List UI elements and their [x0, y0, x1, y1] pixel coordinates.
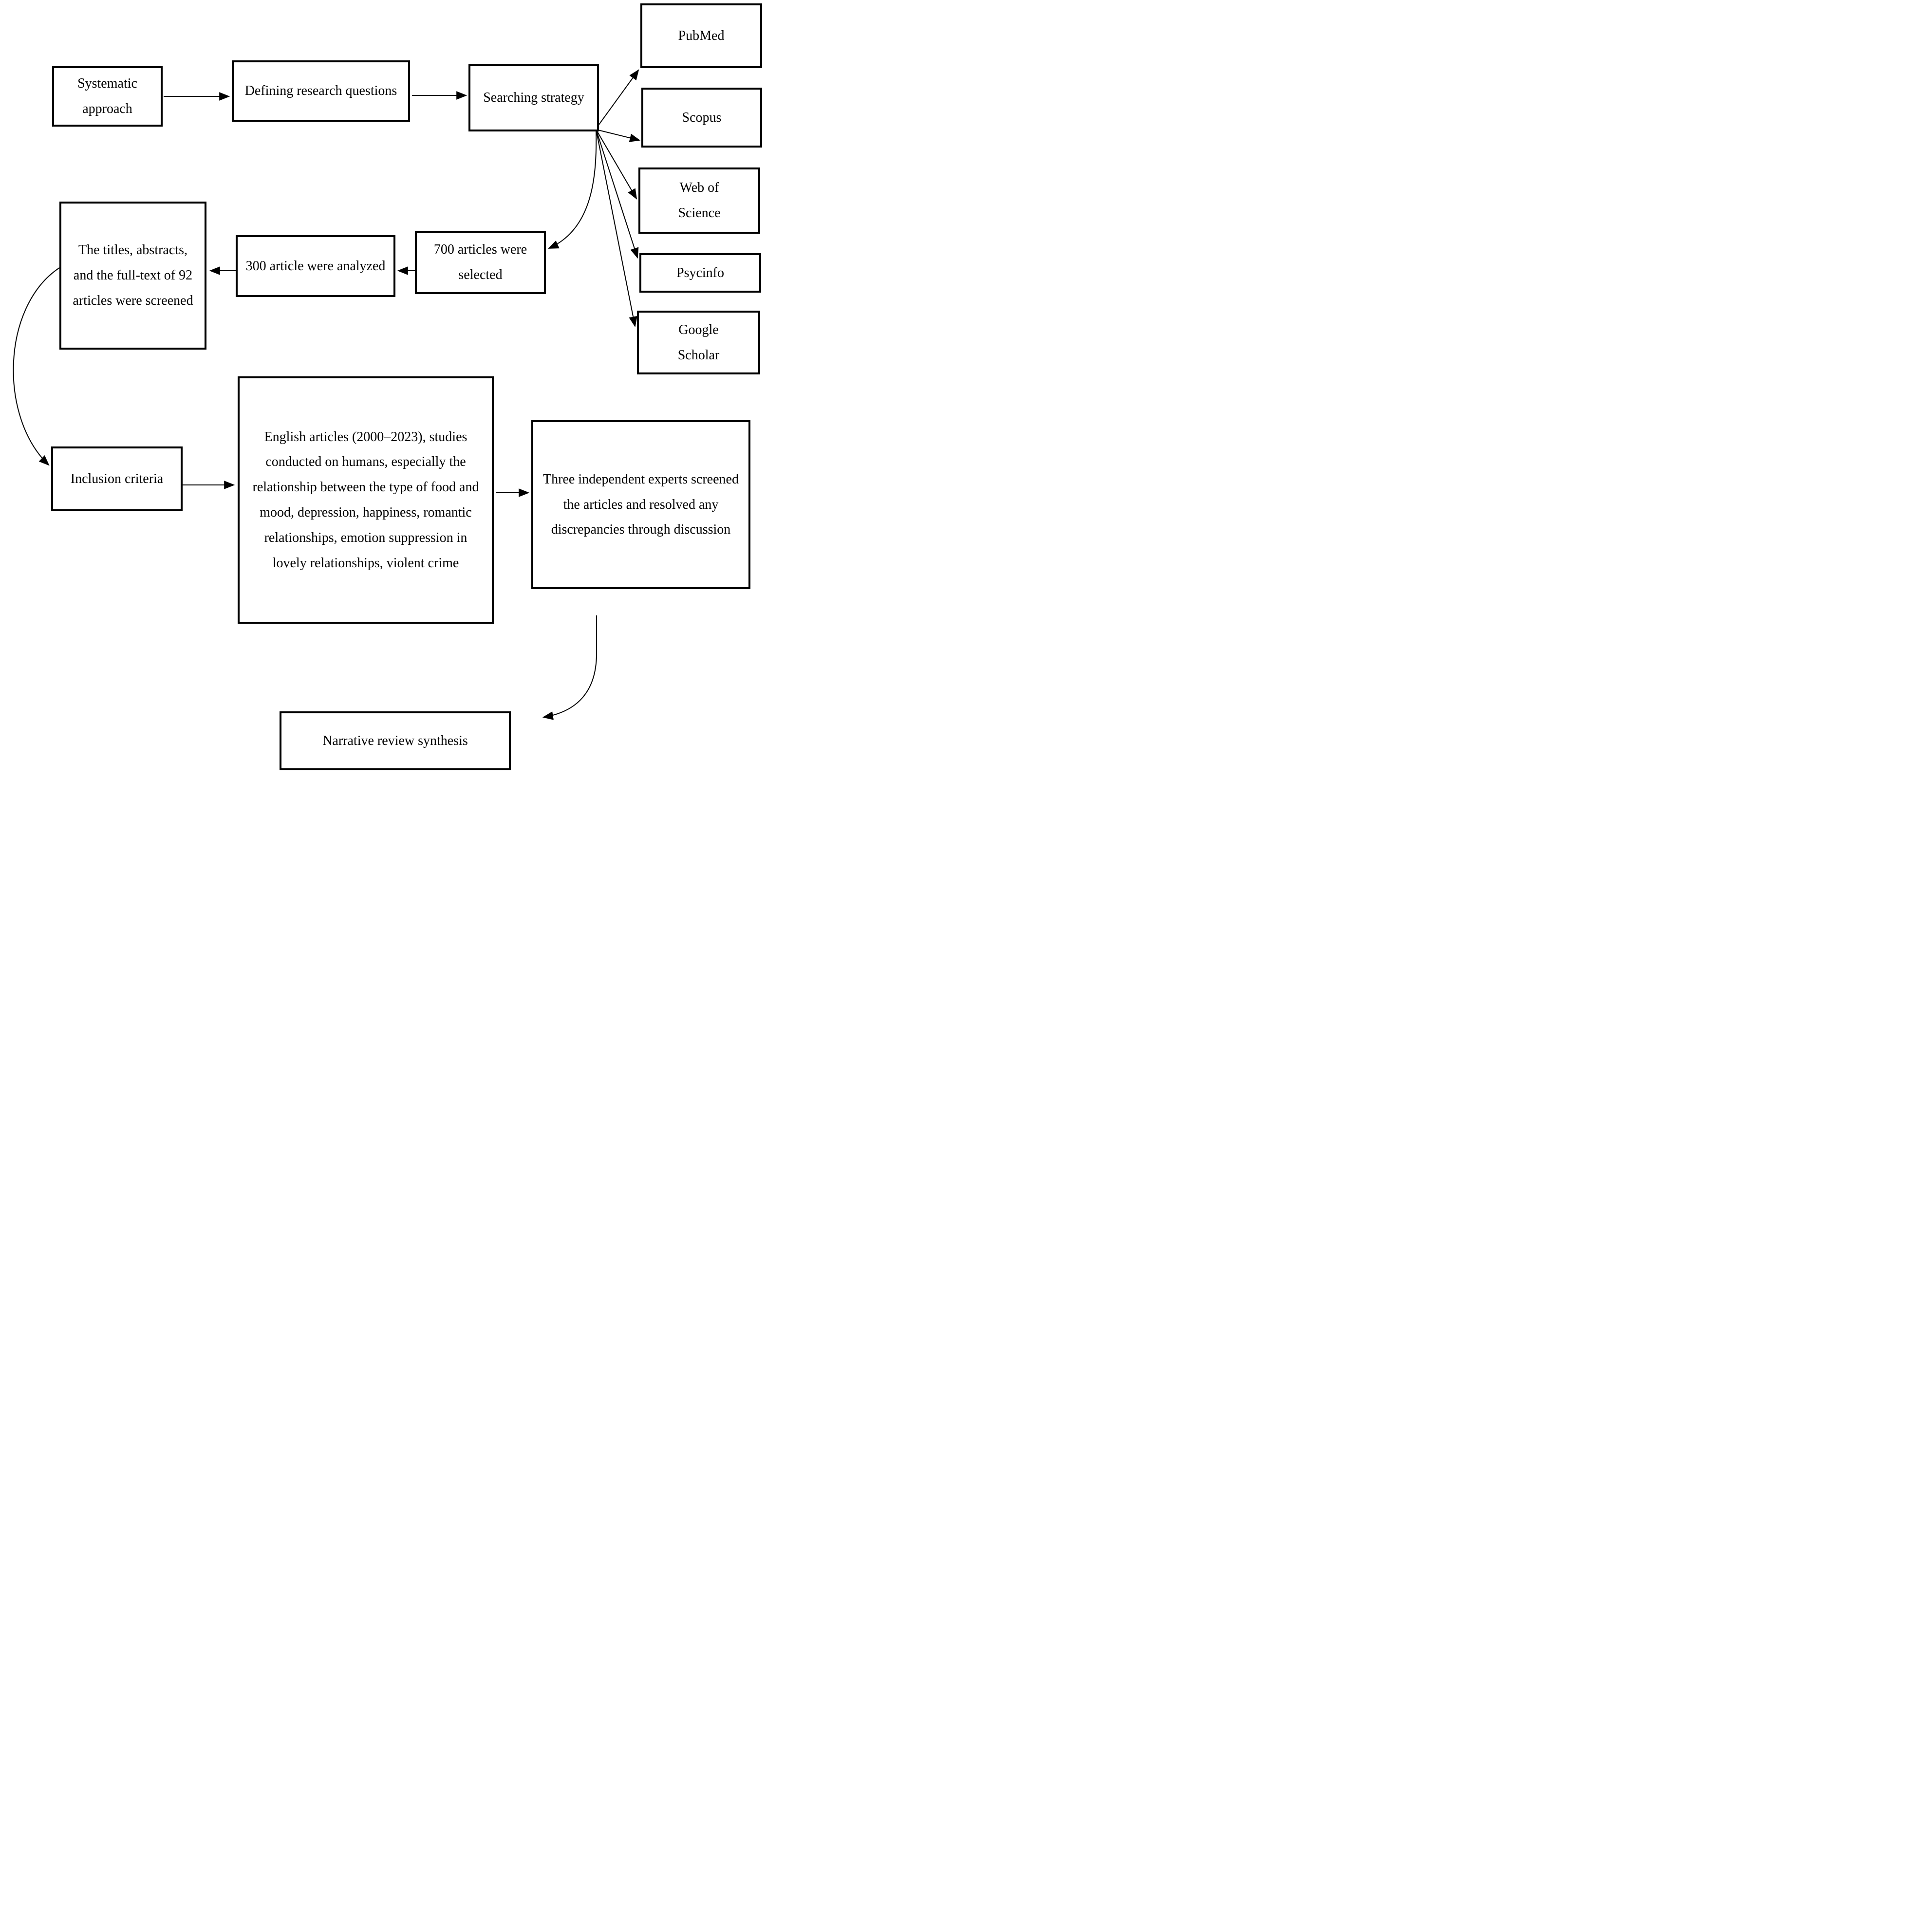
arrow-searching-to-web-of-science	[596, 129, 637, 200]
node-700-articles-selected-label: 700 articles were selected	[433, 242, 527, 282]
flowchart-canvas: Systematic approach Defining research qu…	[0, 0, 763, 773]
node-expert-screening-label: Three independent experts screened the a…	[543, 471, 739, 538]
node-scopus: Scopus	[641, 88, 762, 148]
node-expert-screening: Three independent experts screened the a…	[531, 420, 750, 589]
node-narrative-review-synthesis: Narrative review synthesis	[280, 711, 511, 770]
node-inclusion-criteria-detail-label: English articles (2000–2023), studies co…	[252, 429, 479, 571]
node-searching-strategy-label: Searching strategy	[483, 90, 584, 106]
node-300-articles-analyzed: 300 article were analyzed	[236, 235, 395, 297]
node-inclusion-criteria-detail: English articles (2000–2023), studies co…	[238, 376, 494, 624]
node-300-articles-analyzed-label: 300 article were analyzed	[245, 258, 386, 274]
node-systematic-approach: Systematic approach	[52, 66, 163, 127]
arrow-searching-to-psycinfo	[596, 129, 639, 259]
node-google-scholar: Google Scholar	[637, 311, 760, 374]
node-defining-research-questions: Defining research questions	[232, 60, 410, 122]
node-scopus-label: Scopus	[682, 110, 722, 125]
node-systematic-approach-label: Systematic approach	[77, 76, 137, 116]
node-psycinfo: Psycinfo	[639, 253, 761, 293]
node-inclusion-criteria-label: Inclusion criteria	[70, 471, 164, 486]
node-searching-strategy: Searching strategy	[468, 64, 599, 131]
arrow-experts-to-narrative	[542, 615, 597, 720]
arrow-searching-to-pubmed	[596, 69, 639, 129]
node-92-articles-screened-label: The titles, abstracts, and the full-text…	[73, 242, 193, 308]
node-92-articles-screened: The titles, abstracts, and the full-text…	[59, 202, 206, 350]
arrow-screened-to-inclusion	[13, 267, 60, 466]
connector-arrows	[13, 69, 641, 720]
node-psycinfo-label: Psycinfo	[676, 265, 724, 280]
node-700-articles-selected: 700 articles were selected	[415, 231, 546, 294]
arrow-searching-to-700-selected	[547, 129, 597, 249]
node-narrative-review-synthesis-label: Narrative review synthesis	[322, 733, 468, 748]
node-web-of-science-label: Web of Science	[678, 180, 721, 221]
node-web-of-science: Web of Science	[638, 167, 760, 234]
node-pubmed-label: PubMed	[678, 28, 725, 43]
node-defining-research-questions-label: Defining research questions	[244, 83, 397, 99]
node-inclusion-criteria: Inclusion criteria	[51, 446, 183, 511]
node-pubmed: PubMed	[640, 3, 762, 68]
node-google-scholar-label: Google Scholar	[677, 322, 720, 363]
arrow-searching-to-scopus	[596, 129, 641, 142]
arrow-searching-to-google-scholar	[596, 129, 637, 328]
